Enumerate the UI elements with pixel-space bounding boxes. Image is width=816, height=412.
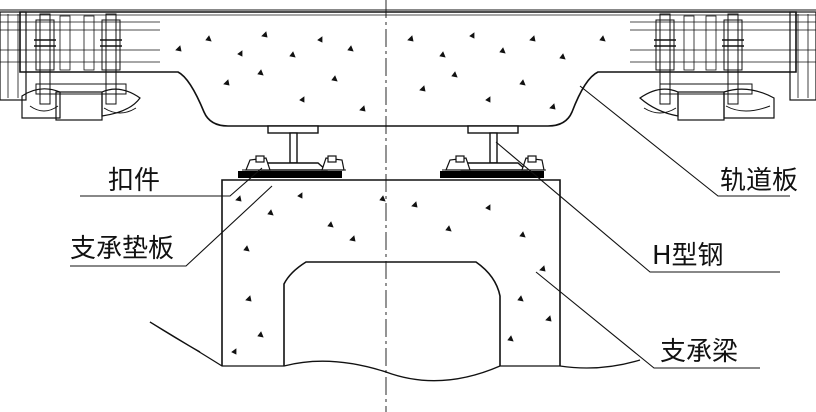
track-slab [0, 9, 816, 127]
leader-track-slab [579, 85, 790, 197]
fastener-left [242, 155, 346, 171]
h-steel-left [260, 125, 328, 171]
label-support-beam: 支承梁 [660, 337, 738, 367]
left-rail-fastener-assembly [0, 11, 160, 121]
leader-h-steel [495, 141, 780, 273]
fastener-right [442, 155, 546, 171]
leader-bearing-pad [70, 185, 273, 267]
label-track-slab: 轨道板 [720, 166, 798, 196]
leader-support-beam [535, 271, 760, 369]
label-fastener: 扣件 [108, 166, 160, 196]
label-h-steel: H型钢 [652, 241, 724, 271]
h-steel-right [460, 125, 528, 171]
concrete-texture [175, 31, 606, 355]
leader-lines [70, 85, 790, 369]
bearing-pad-right [440, 171, 544, 178]
leader-fastener [80, 167, 263, 197]
label-bearing-pad: 支承垫板 [70, 234, 174, 264]
support-beam [149, 179, 641, 382]
bearing-pad-left [238, 171, 342, 178]
right-rail-fastener-assembly [630, 11, 816, 121]
